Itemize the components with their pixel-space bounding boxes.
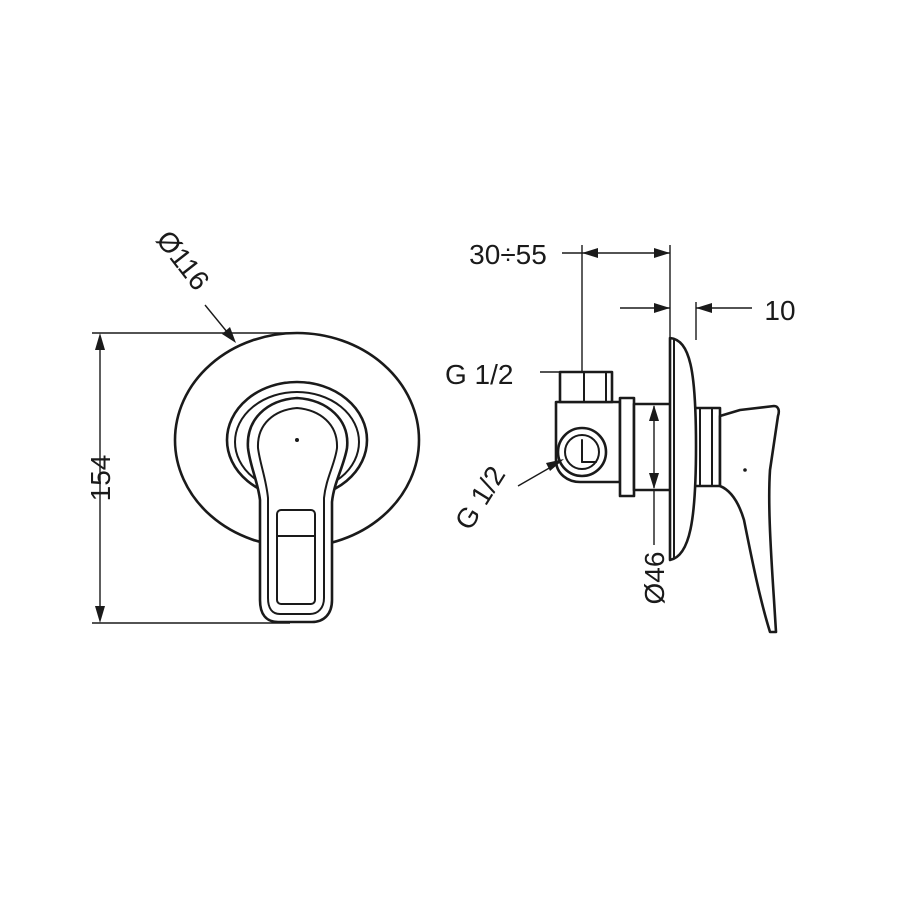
lever-handle-side — [718, 404, 781, 634]
dimension-diameter: Ø116 — [150, 225, 236, 343]
height-dimension-label: 154 — [85, 455, 116, 502]
side-inlet-port — [556, 426, 608, 478]
dimension-offset: 10 — [620, 295, 796, 340]
inlet-side-label: G 1/2 — [449, 461, 512, 536]
dimension-body-diameter: Ø46 — [639, 405, 670, 604]
body-diameter-label: Ø46 — [639, 552, 670, 605]
lever-handle-front — [246, 396, 349, 624]
diameter-dimension-label: Ø116 — [150, 225, 215, 296]
dimension-height: 154 — [85, 332, 292, 624]
side-view: 30÷55 10 G 1/2 G 1/2 Ø46 — [445, 239, 796, 634]
dimension-inlet-side: G 1/2 — [449, 459, 564, 535]
front-view: 154 Ø116 — [85, 225, 421, 624]
dimension-depth: 30÷55 — [469, 239, 671, 372]
depth-dimension-label: 30÷55 — [469, 239, 547, 270]
escutcheon-profile — [668, 336, 698, 562]
offset-dimension-label: 10 — [764, 295, 795, 326]
dimension-inlet-top: G 1/2 — [445, 359, 612, 390]
inlet-top-label: G 1/2 — [445, 359, 513, 390]
